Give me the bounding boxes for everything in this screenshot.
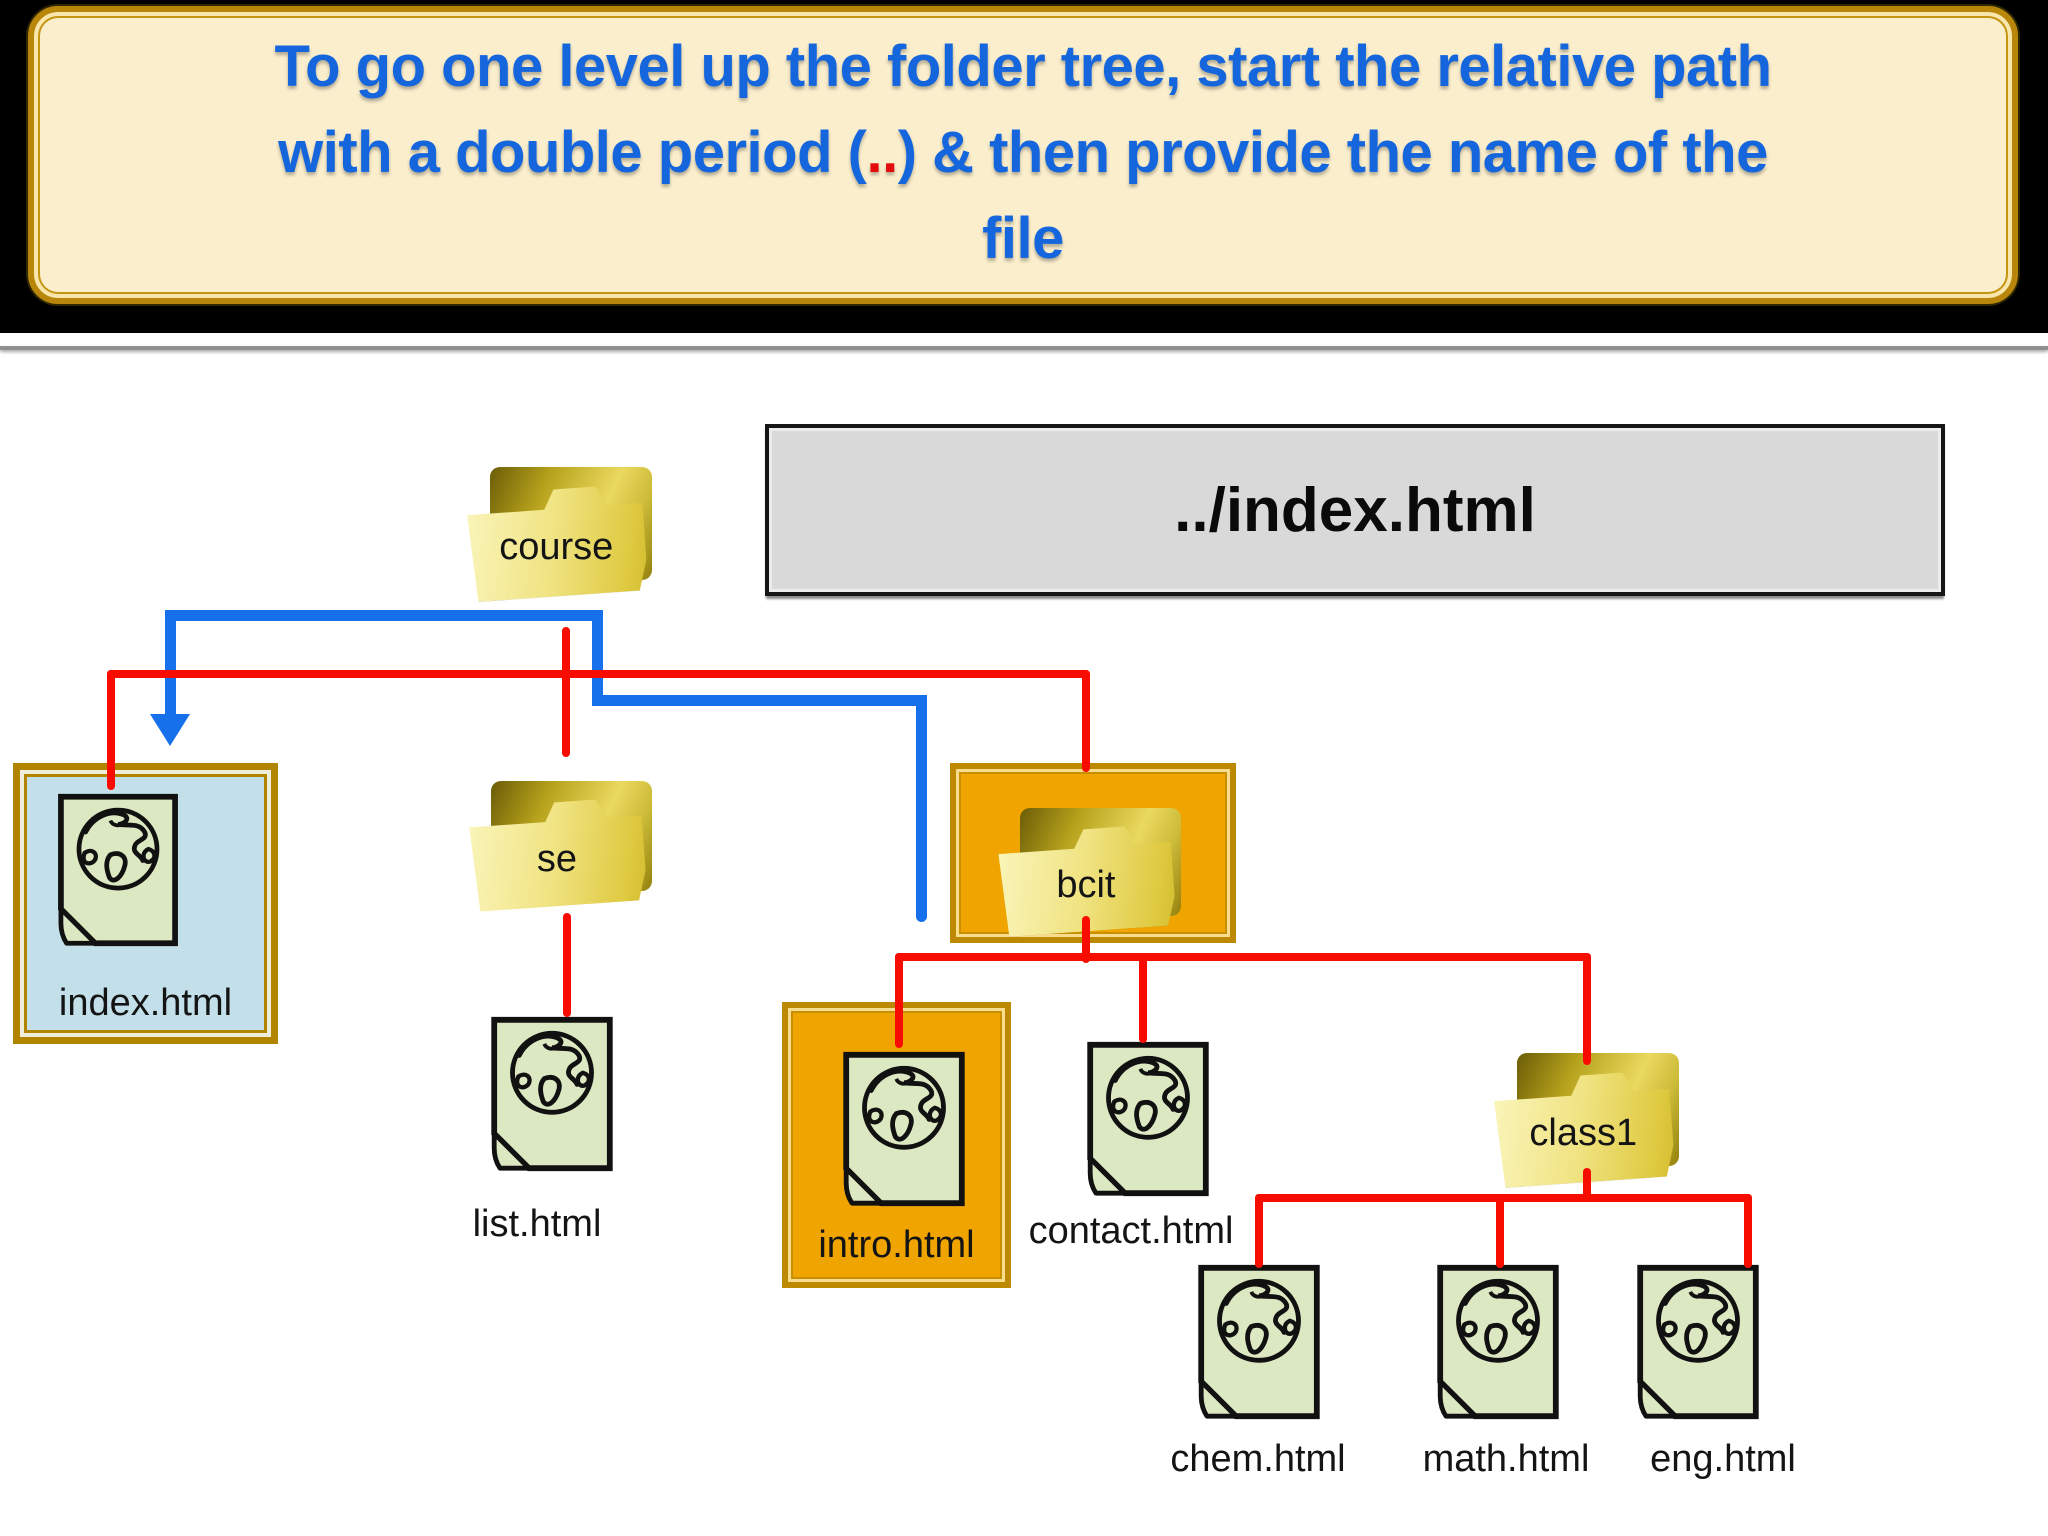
red-connector-drop-bcit (1082, 670, 1090, 772)
bcit-folder-icon: bcit (1004, 807, 1186, 931)
title-line-2-pre: with a double period ( (278, 120, 867, 185)
blue-path-segment-jog-vertical (592, 610, 603, 706)
contact-label: contact.html (1028, 1210, 1234, 1252)
blue-arrowhead-icon (150, 714, 190, 746)
intro-label: intro.html (818, 1224, 975, 1266)
index-page-icon (54, 792, 182, 948)
red-connector-bcit-children-horizontal (895, 953, 1591, 961)
red-connector-se-to-list (563, 913, 571, 1017)
blue-path-segment-top-horizontal (166, 610, 603, 621)
red-connector-drop-eng (1744, 1194, 1752, 1268)
title-line-1: To go one level up the folder tree, star… (274, 34, 1772, 99)
bcit-folder-label: bcit (1056, 864, 1116, 907)
title-line-3: file (982, 206, 1064, 271)
title-banner: To go one level up the folder tree, star… (28, 6, 2018, 304)
red-connector-bcit-stem (1082, 916, 1090, 963)
red-connector-course-children-horizontal (107, 670, 1090, 678)
course-folder-label: course (499, 525, 614, 568)
red-connector-course-stem (562, 627, 570, 757)
red-connector-drop-intro (895, 953, 903, 1048)
class1-folder-icon: class1 (1500, 1052, 1685, 1182)
blue-path-segment-right-vertical (916, 695, 927, 922)
intro-page-icon (839, 1050, 969, 1208)
course-folder-icon: course (473, 466, 658, 596)
math-page-icon (1434, 1263, 1562, 1421)
list-page-icon (488, 1015, 616, 1173)
red-connector-drop-math (1496, 1194, 1504, 1268)
header-separator-line (0, 346, 2048, 350)
class1-folder-label: class1 (1529, 1111, 1638, 1154)
intro-highlight-box: intro.html (782, 1002, 1011, 1288)
double-period-dots: .. (866, 120, 898, 185)
chem-page-icon (1195, 1263, 1323, 1421)
list-label: list.html (472, 1203, 602, 1245)
title-line-2-post: ) & then provide the name of the (897, 120, 1769, 185)
se-folder-icon: se (475, 780, 657, 906)
red-connector-drop-class1 (1583, 953, 1591, 1065)
header-background: To go one level up the folder tree, star… (0, 0, 2048, 333)
title-line-2: with a double period (..) & then provide… (34, 110, 2012, 196)
slide-title: To go one level up the folder tree, star… (34, 24, 2012, 282)
relative-path-box: ../index.html (765, 424, 1945, 596)
index-highlight-box: index.html (13, 763, 278, 1044)
relative-path-text: ../index.html (1174, 475, 1536, 545)
red-connector-drop-contact (1139, 953, 1147, 1043)
chem-label: chem.html (1170, 1438, 1346, 1480)
eng-label: eng.html (1650, 1438, 1796, 1480)
blue-path-segment-lower-horizontal (592, 695, 927, 706)
red-connector-drop-index (107, 670, 115, 790)
contact-page-icon (1083, 1040, 1213, 1198)
eng-page-icon (1634, 1263, 1762, 1421)
blue-path-segment-arrow-stem (165, 610, 176, 718)
math-label: math.html (1422, 1438, 1590, 1480)
index-label: index.html (58, 982, 233, 1024)
bcit-highlight-box: bcit (950, 763, 1236, 943)
red-connector-class1-stem (1583, 1168, 1591, 1201)
red-connector-drop-chem (1255, 1194, 1263, 1268)
se-folder-label: se (536, 837, 577, 880)
